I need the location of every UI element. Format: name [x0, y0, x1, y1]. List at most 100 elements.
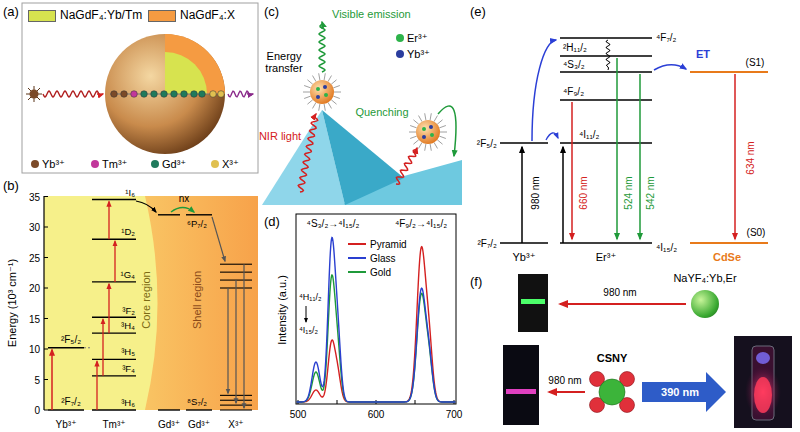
level-label: ⁴I₁₁/₂	[579, 129, 599, 140]
tick-label: 10	[29, 344, 40, 355]
ligand-line	[425, 144, 426, 151]
energy-level	[220, 409, 252, 410]
luminescence-photo	[518, 274, 548, 332]
ligand-line	[303, 92, 310, 93]
ion-dot	[422, 127, 426, 131]
ligand-line	[419, 142, 423, 148]
axis-tick	[337, 400, 338, 404]
core-cutaway	[165, 52, 207, 94]
level-label: ³H₅	[121, 347, 135, 357]
energy-level	[92, 375, 136, 376]
ligand-line	[304, 86, 311, 88]
panel-a-art	[43, 91, 253, 98]
ligand-line	[331, 100, 336, 104]
relaxation-line	[606, 40, 609, 70]
emission-label: Visible emission	[332, 8, 411, 20]
particle-cluster-art	[588, 368, 636, 416]
ion-dot	[316, 87, 320, 91]
core-shell-sphere	[105, 34, 225, 154]
ion-dot	[429, 125, 433, 129]
level-label: ²F₇/₂	[61, 396, 81, 407]
wavelength-label: 980 nm	[603, 287, 636, 298]
sensitizer-ion-icon	[28, 88, 40, 100]
energy-level	[92, 332, 136, 333]
ligand-line	[313, 76, 317, 82]
tick-label: 30	[29, 222, 40, 233]
ion-dot	[161, 91, 168, 98]
level-label: ³H₆	[121, 398, 135, 408]
ligand-line	[439, 126, 446, 128]
legend-swatch	[91, 160, 99, 168]
ion-dot	[171, 91, 178, 98]
level-label: ⁴S₃/₂	[563, 59, 585, 70]
axis-title: Intensity (a.u.)	[276, 275, 288, 345]
transfer-line	[84, 347, 92, 348]
ligand-line	[437, 140, 442, 144]
vial-photo	[754, 377, 772, 413]
legend-label: Er³⁺	[407, 32, 427, 44]
legend-swatch	[396, 50, 404, 58]
ion-label: Gd³⁺	[188, 419, 210, 430]
panel-label: (e)	[470, 5, 486, 19]
transfer-label: ET	[696, 48, 710, 60]
ion-dot	[218, 91, 225, 98]
tick-label: 600	[368, 409, 385, 420]
vial-photo	[734, 336, 792, 428]
panel-c-art	[298, 22, 456, 192]
shell-region-band: Shell region	[152, 196, 258, 410]
migration-arrow	[171, 208, 194, 213]
ion-label: Yb³⁺	[513, 251, 536, 263]
energy-level	[560, 71, 652, 73]
level-label: ⁴H₁₁/₂	[299, 293, 321, 303]
emission-wave	[319, 22, 325, 72]
particle-label: CSNY	[597, 352, 628, 364]
ligand-line	[439, 136, 446, 138]
legend-swatch	[151, 160, 159, 168]
quenching-arrow	[438, 106, 456, 156]
emission-arrow	[227, 288, 228, 393]
pyramid-face	[322, 110, 404, 205]
energy-level	[92, 409, 136, 410]
axis-tick	[44, 196, 48, 197]
transfer-arrow	[108, 284, 109, 333]
wavelength-label: 634 nm	[745, 141, 756, 174]
ligand-line	[313, 102, 317, 108]
excitation-arrow	[560, 303, 686, 305]
ion-dot	[210, 91, 217, 98]
emission-arrow	[235, 280, 236, 403]
upconversion-core	[599, 379, 625, 405]
vial-photo	[734, 336, 792, 428]
particle-body	[310, 80, 334, 104]
panel-frame	[22, 3, 258, 173]
wavelength-label: 660 nm	[578, 176, 589, 209]
level-label: ⁴I₁₅/₂	[656, 242, 677, 253]
panel-label: (c)	[264, 5, 279, 19]
nanoparticle	[409, 113, 447, 150]
legend-label: Yb³⁺	[407, 48, 430, 60]
core-band	[44, 196, 158, 410]
process-label: Quenching	[355, 106, 408, 118]
energy-axis	[43, 196, 44, 410]
ligand-line	[430, 113, 431, 120]
energy-level	[48, 347, 84, 348]
wavelength-label: 980 nm	[548, 375, 581, 386]
transition-label: ⁴F₉/₂→⁴I₁₅/₂	[395, 218, 447, 229]
legend-label: Pyramid	[370, 239, 407, 250]
ligand-line	[319, 104, 320, 111]
ion-dot	[323, 85, 327, 89]
luminescence-photo	[506, 389, 536, 394]
ion-dot	[181, 91, 188, 98]
core-satellite-particle: CSNY	[588, 368, 636, 416]
legend-label: NaGdF₄:Yb/Tm	[60, 9, 142, 22]
ion-label: Gd³⁺	[158, 419, 180, 430]
excitation-arrow	[521, 147, 523, 243]
ion-label: Yb³⁺	[56, 419, 77, 430]
transfer-arrow	[546, 133, 558, 140]
level-label: ¹D₂	[121, 227, 135, 237]
energy-level	[158, 409, 180, 410]
state-label: (S0)	[747, 227, 766, 238]
ligand-line	[410, 136, 417, 138]
excitation-wave	[396, 148, 417, 184]
ligand-line	[413, 120, 418, 124]
ligand-line	[430, 144, 431, 151]
